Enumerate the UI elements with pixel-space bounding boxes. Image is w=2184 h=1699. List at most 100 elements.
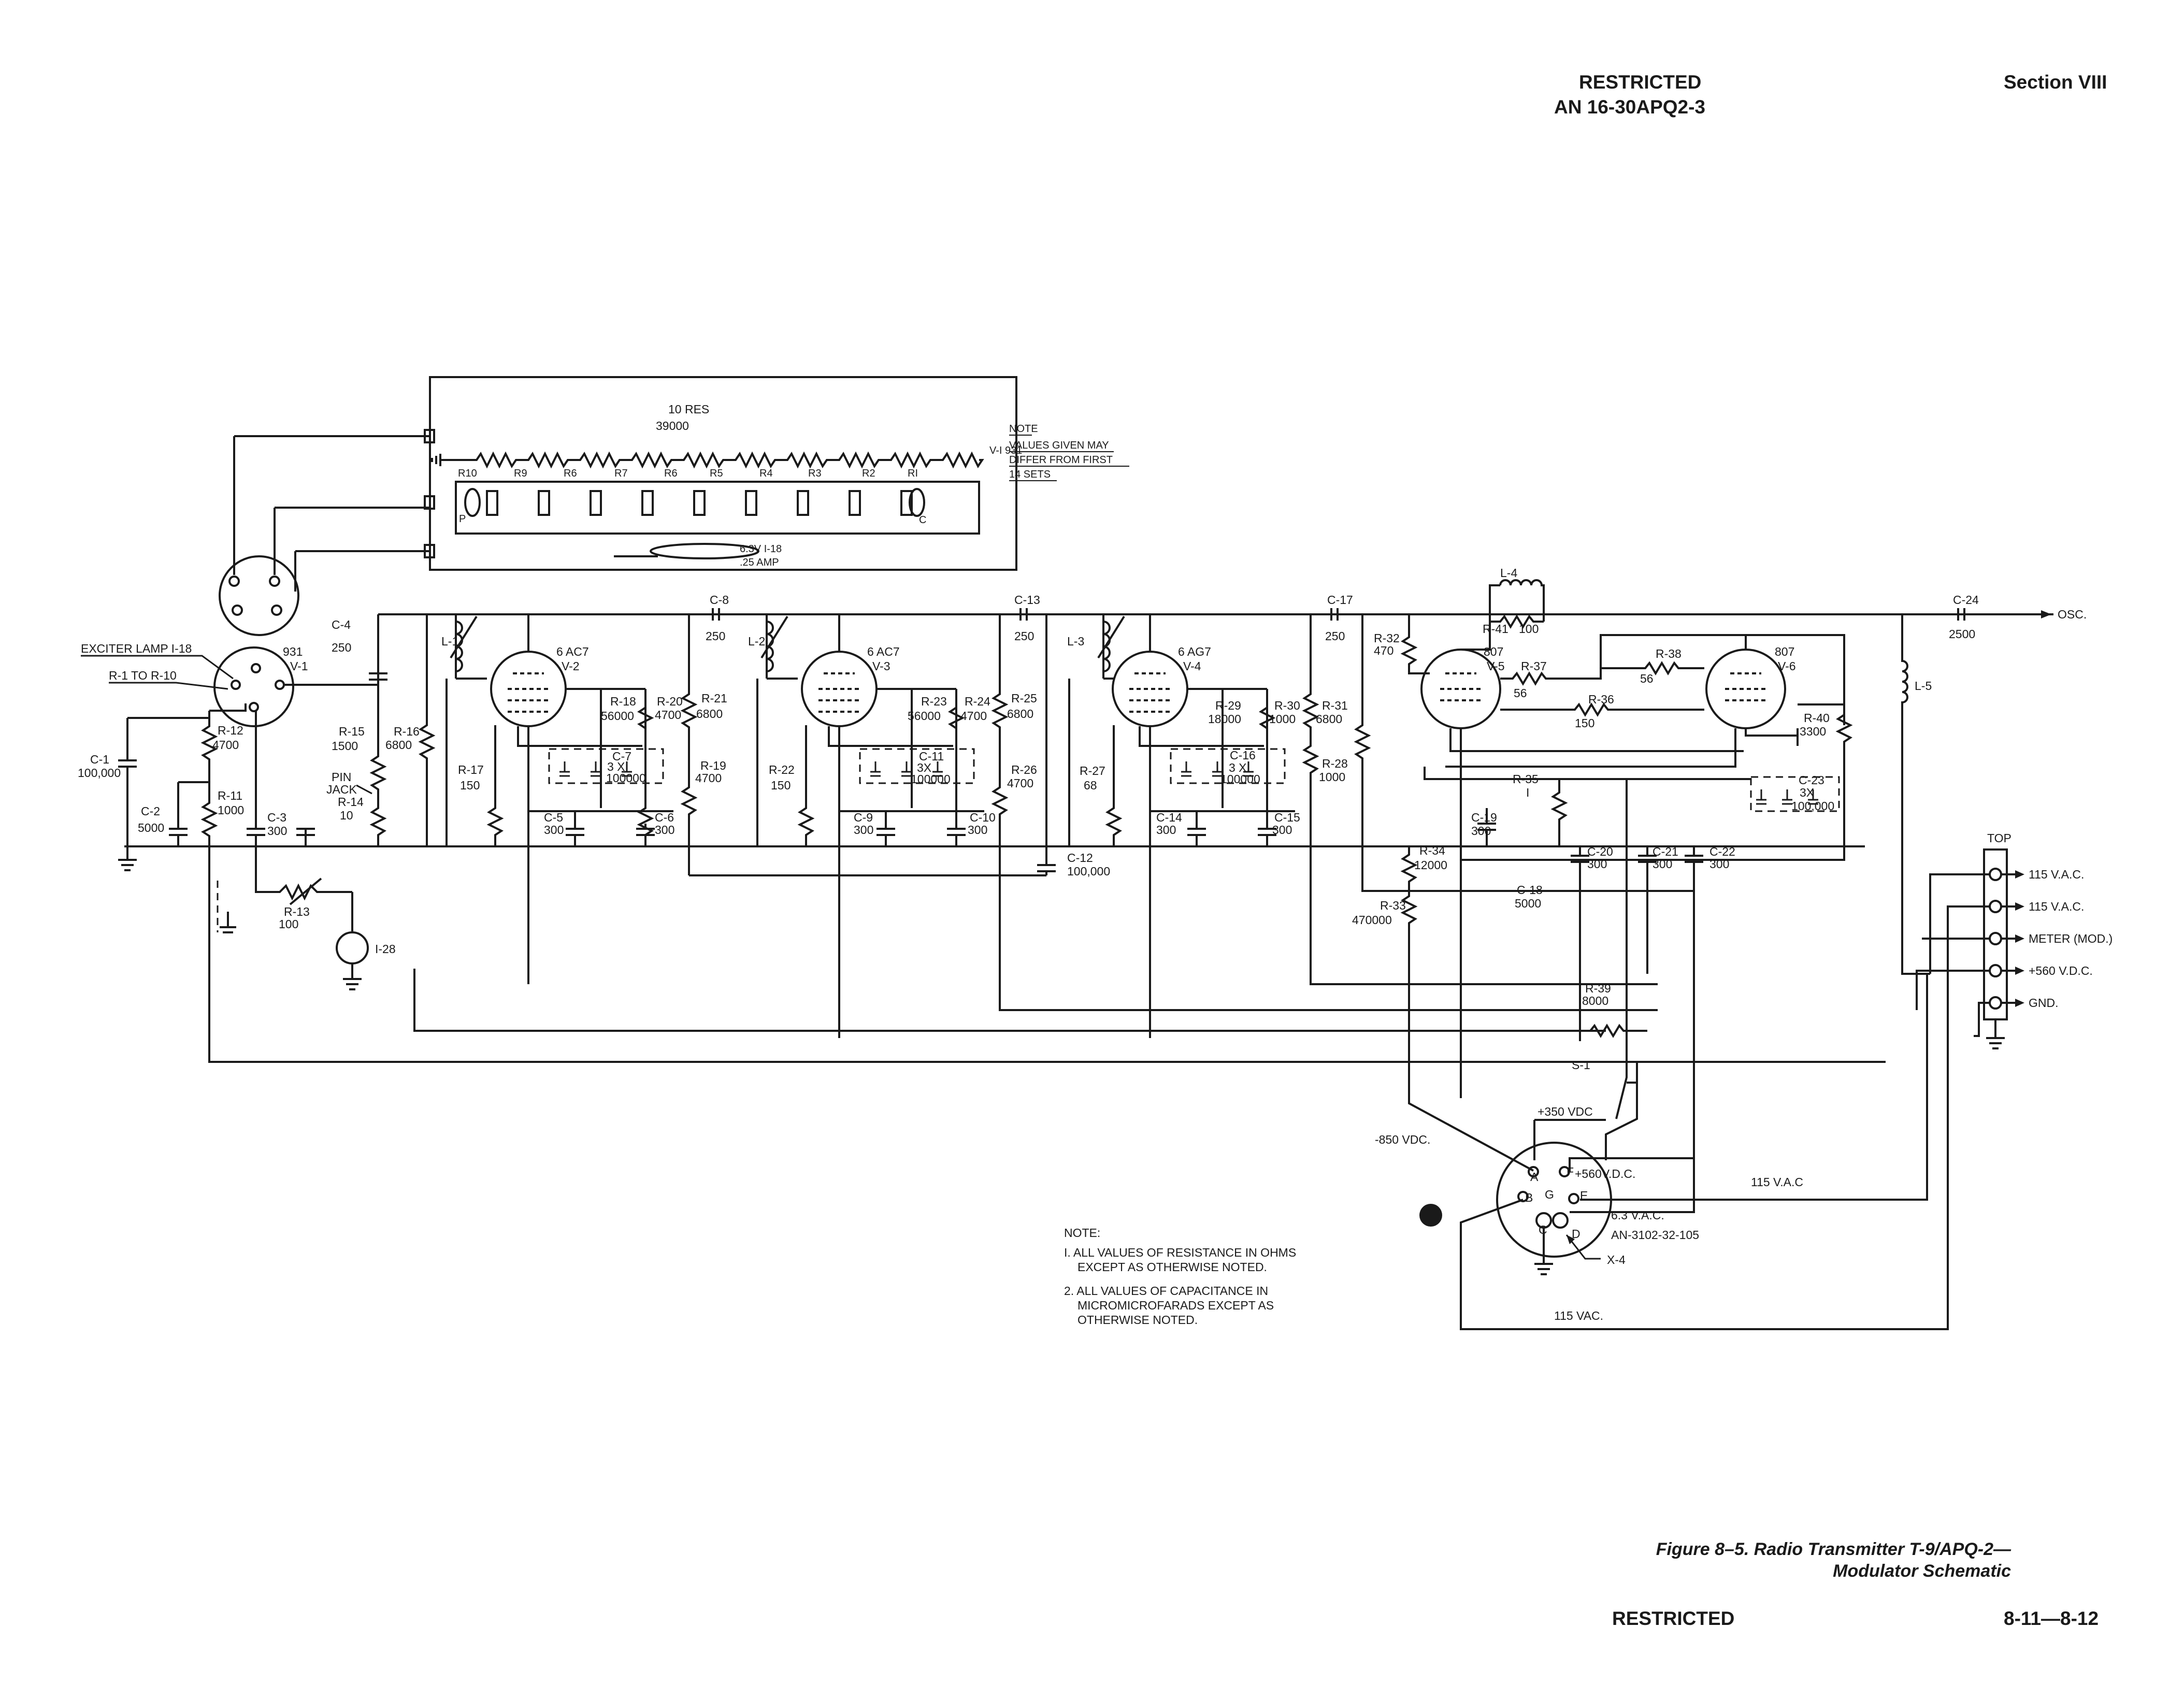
v4-label: V-4 [1183, 659, 1201, 673]
r15-label: R-15 [339, 725, 365, 738]
schematic-wire [1354, 614, 1409, 892]
c24-label: C-24 [1953, 593, 1979, 607]
c7a-label: 3 X [607, 760, 625, 773]
r28-label: R-28 [1322, 757, 1348, 770]
schematic-wire [1440, 672, 1482, 701]
pin-label: PIN [332, 770, 351, 784]
schematic-wire [455, 481, 980, 535]
c1v-label: 100,000 [78, 766, 121, 780]
r28v-label: 1000 [1319, 770, 1345, 784]
note-bottom-heading: NOTE: [1064, 1226, 1100, 1240]
c16-label: C-16 [1230, 748, 1256, 762]
minus850-label: -850 VDC. [1375, 1133, 1430, 1146]
schematic-wire [909, 488, 925, 517]
s1-label: S-1 [1572, 1058, 1590, 1072]
cap-c23-block [1750, 776, 1840, 812]
schematic-wire [1330, 608, 1339, 621]
schematic-wire [756, 678, 798, 846]
schematic-wire [247, 711, 315, 846]
schematic-wire [1009, 435, 1129, 481]
schematic-wire [2041, 610, 2051, 618]
schematic-wire [486, 490, 498, 516]
pin-c: C [919, 514, 926, 526]
c12v-label: 100,000 [1067, 865, 1110, 878]
schematic-wire [413, 969, 1606, 1032]
v1-label: V-1 [290, 659, 308, 673]
c9-label: C-9 [854, 811, 873, 824]
pinA-label: A [1530, 1170, 1539, 1184]
r13-label: R-13 [284, 905, 310, 918]
c13v-label: 250 [1014, 629, 1034, 643]
v3-type-label: 6 AC7 [867, 645, 900, 658]
schematic-wire [1517, 1191, 1529, 1202]
r25-label: R-25 [1011, 692, 1037, 705]
c8-label: C-8 [710, 593, 729, 607]
schematic-wire [1989, 964, 2002, 977]
note-top-heading: NOTE [1009, 423, 1038, 435]
r18-label: R-18 [610, 695, 636, 708]
schematic-wire [343, 963, 362, 990]
r27v-label: 68 [1084, 779, 1097, 792]
3-label: R7 [614, 468, 628, 479]
4-label: R6 [664, 468, 678, 479]
figure-caption: Figure 8–5. Radio Transmitter T-9/APQ-2—… [1389, 1538, 2011, 1582]
schematic-wire [745, 490, 757, 516]
8-label: R2 [862, 468, 875, 479]
schematic-wire [1986, 1019, 2005, 1049]
schematic-wire [274, 507, 430, 575]
v115a-label: 115 V.A.C [1751, 1175, 1803, 1189]
2-label: 2. ALL VALUES OF CAPACITANCE IN [1064, 1284, 1268, 1298]
r30-label: R-30 [1274, 699, 1300, 712]
schematic-wire [418, 614, 436, 846]
r11-label: R-11 [218, 789, 242, 802]
schematic-wire [1068, 678, 1114, 846]
r24v-label: 4700 [960, 709, 987, 723]
schematic-wire [1534, 1228, 1553, 1275]
schematic-wire [1550, 779, 1568, 846]
schematic-wire [900, 490, 913, 516]
7-label: R3 [808, 468, 822, 479]
schematic-wire [1571, 779, 1703, 1134]
schematic-wire [641, 490, 654, 516]
c22-label: C-22 [1709, 845, 1735, 858]
r14v-label: 10 [340, 809, 353, 822]
1-label: DIFFER FROM FIRST [1009, 454, 1113, 466]
lamp-label: 6.3V I-18 [740, 543, 782, 555]
0-label: I. ALL VALUES OF RESISTANCE IN OHMS [1064, 1246, 1296, 1259]
schematic-wire [431, 454, 441, 466]
schematic-wire [839, 810, 984, 846]
schematic-wire [849, 490, 861, 516]
r11v-label: 1000 [218, 803, 244, 817]
registration-dot [1419, 1204, 1442, 1227]
schematic-wire [712, 608, 720, 621]
c11a-label: 3X [917, 761, 931, 774]
c8v-label: 250 [706, 629, 725, 643]
schematic-wire [636, 824, 655, 836]
schematic-wire [1989, 932, 2002, 945]
schematic-wire [1580, 901, 1596, 908]
c5-label: C-5 [544, 811, 563, 824]
c16a-label: 3 X [1229, 761, 1247, 774]
box-title: 10 RES [668, 402, 709, 416]
schematic-wire [1129, 672, 1171, 713]
c20v-label: 300 [1587, 857, 1607, 871]
schematic-wire [1500, 702, 1704, 717]
lamp-amp: .25 AMP [740, 557, 779, 568]
schematic-wire [1916, 873, 1990, 1037]
r40-label: R-40 [1804, 711, 1830, 725]
jack-label: JACK [326, 783, 357, 796]
schematic-wire [1989, 996, 2002, 1010]
r33-label: R-33 [1380, 899, 1406, 912]
schematic-wire [1500, 634, 1845, 725]
coil-l2 [760, 614, 788, 679]
v3-label: V-3 [872, 659, 890, 673]
schematic-wire [1552, 1212, 1569, 1229]
r29v-label: 18000 [1208, 712, 1241, 726]
section-label: Section VIII [2004, 71, 2107, 93]
t1-label: 115 V.A.C. [2029, 868, 2084, 881]
schematic-wire [797, 725, 815, 846]
c23v-label: 100,000 [1791, 799, 1834, 813]
schematic-wire [818, 672, 860, 713]
conn-label: AN-3102-32-105 [1611, 1228, 1699, 1242]
